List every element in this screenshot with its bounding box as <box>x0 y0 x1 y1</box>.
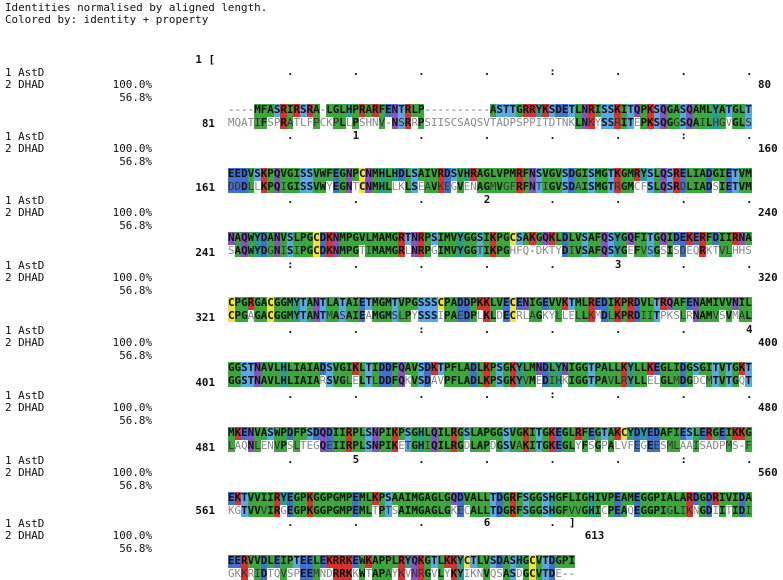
residue[interactable]: I <box>568 555 575 568</box>
block-end-position: 400 <box>758 337 778 350</box>
percent-identity: 100.0% <box>100 530 152 543</box>
alignment-block: 1 [ . . . . : . . . 80 1 AstD 100.0% ---… <box>0 41 783 81</box>
percent-identity: 56.8% <box>100 415 152 428</box>
ruler-line: 481 . 5 . . . . : . 560 <box>0 429 783 442</box>
ruler-line: 161 . . . 2 . . . . 240 <box>0 169 783 182</box>
percent-identity: 100.0% <box>100 207 152 220</box>
sequence-name[interactable]: 2 DHAD <box>5 207 44 220</box>
percent-identity: 100.0% <box>100 467 152 480</box>
block-end-position: 560 <box>758 467 778 480</box>
ruler-line: 321 . . : . . . . 4 400 <box>0 299 783 312</box>
sequence-name[interactable]: 2 DHAD <box>5 530 44 543</box>
ruler-line: 241 : . . . . 3 . . 320 <box>0 234 783 247</box>
percent-identity: 100.0% <box>100 337 152 350</box>
ruler-line: 81 . 1 . . . . : . 160 <box>0 105 783 118</box>
percent-identity: 56.8% <box>100 350 152 363</box>
ruler-line: 561 . . . 6 . ] 613 <box>0 492 783 505</box>
percent-identity: 56.8% <box>100 480 152 493</box>
sequence-name[interactable]: 2 DHAD <box>5 337 44 350</box>
gap[interactable]: - <box>568 568 575 580</box>
ruler-line: 401 . . . . : . . . 480 <box>0 364 783 377</box>
sequence-name[interactable]: 2 DHAD <box>5 143 44 156</box>
percent-identity: 100.0% <box>100 402 152 415</box>
sequence-name[interactable]: 2 DHAD <box>5 467 44 480</box>
percent-identity: 56.8% <box>100 543 152 556</box>
color-scheme-line: Colored by: identity + property <box>5 14 208 26</box>
block-end-position: 160 <box>758 143 778 156</box>
block-end-position: 320 <box>758 272 778 285</box>
percent-identity: 100.0% <box>100 272 152 285</box>
sequence-name[interactable]: 2 DHAD <box>5 79 44 92</box>
percent-identity: 56.8% <box>100 156 152 169</box>
block-end-position: 480 <box>758 402 778 415</box>
percent-identity: 100.0% <box>100 79 152 92</box>
block-end-position: 613 <box>585 530 605 543</box>
sequence-name[interactable]: 2 DHAD <box>5 272 44 285</box>
ruler-line: 1 [ . . . . : . . . 80 <box>0 41 783 54</box>
sequence-name[interactable]: 2 DHAD <box>5 402 44 415</box>
percent-identity: 56.8% <box>100 220 152 233</box>
percent-identity: 56.8% <box>100 92 152 105</box>
percent-identity: 56.8% <box>100 285 152 298</box>
block-end-position: 240 <box>758 207 778 220</box>
block-end-position: 80 <box>758 79 771 92</box>
percent-identity: 100.0% <box>100 143 152 156</box>
